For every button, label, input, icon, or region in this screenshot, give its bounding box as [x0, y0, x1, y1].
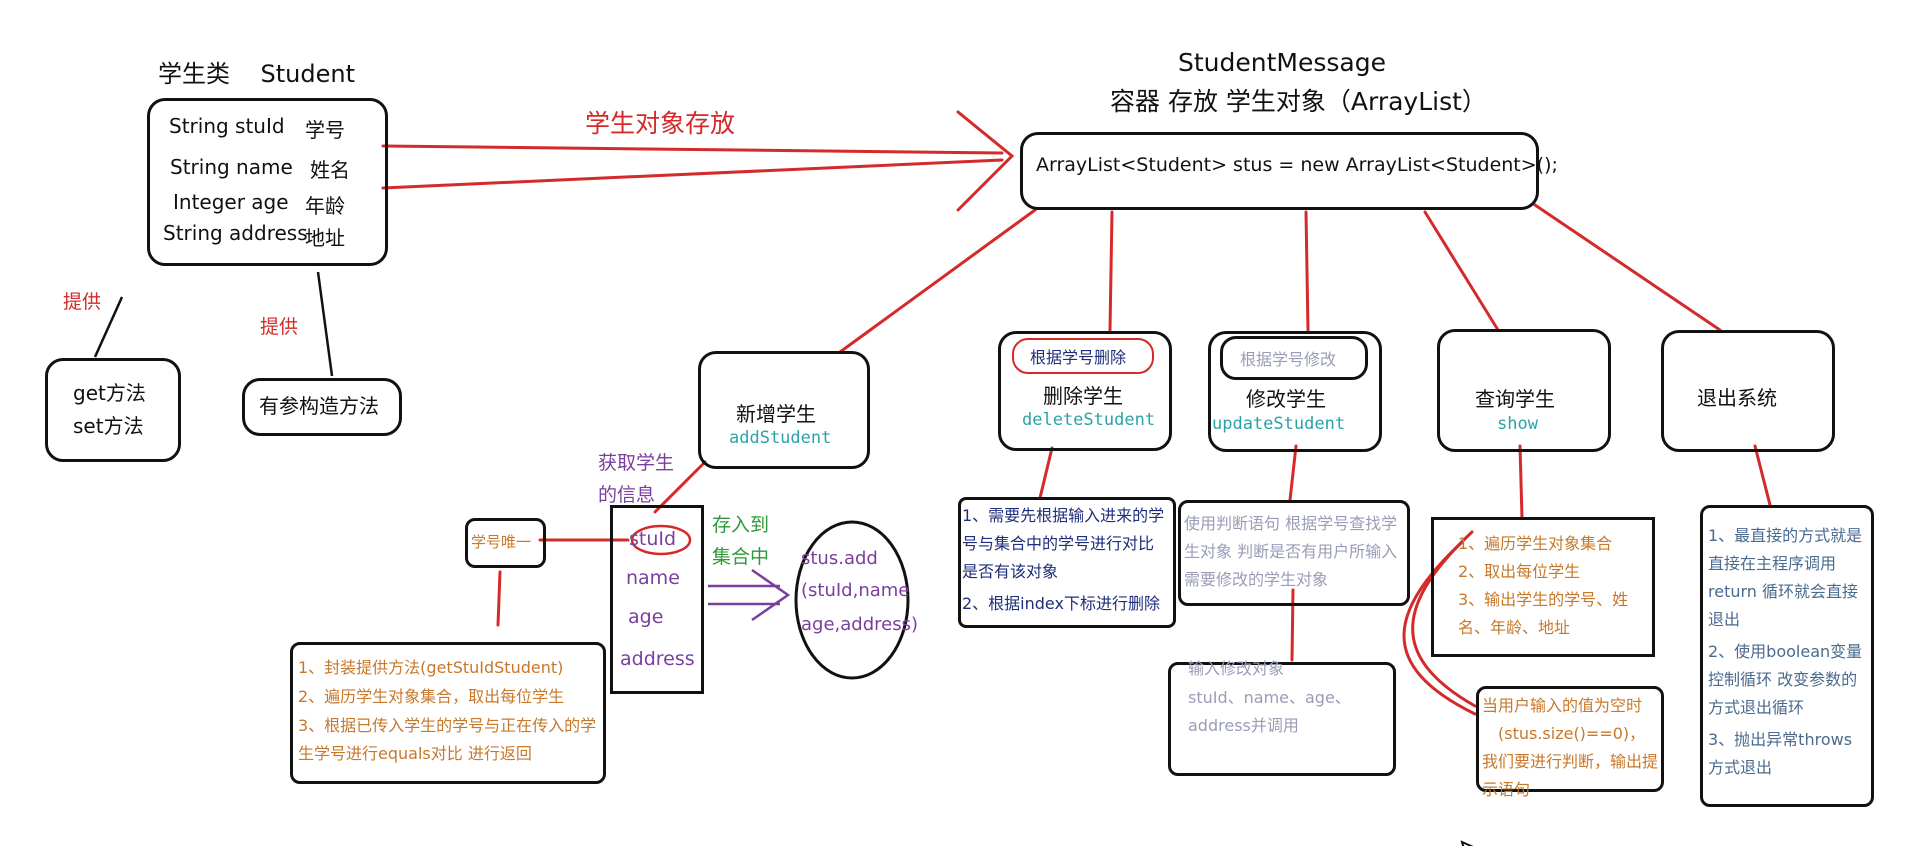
arraylist-code: ArrayList<Student> stus = new ArrayList<…: [1036, 154, 1558, 176]
field-address: String address: [163, 221, 308, 245]
add-note-3: 3、根据已传入学生的学号与正在传入的学生学号进行equals对比 进行返回: [298, 716, 597, 763]
show-notes-box: [1431, 517, 1655, 657]
delete-student-label: 删除学生: [1043, 384, 1123, 408]
add-call-2: (stuId,name: [801, 580, 910, 601]
field-address-meaning: 地址: [305, 226, 345, 250]
unique-id-label: 学号唯一: [471, 533, 532, 551]
get-info-label-2: 的信息: [598, 484, 656, 506]
delete-by-id-tag: [1012, 338, 1154, 374]
get-method: get方法: [73, 381, 146, 405]
update-by-id-tag: [1220, 336, 1368, 380]
empty-check-note-1: 当用户输入的值为空时: [1482, 696, 1643, 715]
add-field-age: age: [628, 606, 664, 628]
empty-check-note-2: (stus.size()==0)，: [1498, 724, 1646, 743]
delete-notes-box: [958, 497, 1176, 628]
constructor-label: 有参构造方法: [259, 394, 379, 418]
save-label-1: 存入到: [712, 514, 770, 536]
update-by-id-label: 根据学号修改: [1240, 350, 1337, 369]
provide-label-left: 提供: [63, 291, 102, 313]
add-student-code: addStudent: [729, 428, 832, 448]
field-name-meaning: 姓名: [310, 158, 350, 182]
set-method: set方法: [73, 414, 144, 438]
add-note-2: 2、遍历学生对象集合，取出每位学生: [298, 687, 565, 706]
show-student-label: 查询学生: [1475, 387, 1555, 411]
add-field-stuid: stuId: [629, 528, 677, 550]
provide-label-right: 提供: [260, 316, 299, 338]
add-call-1: stus.add: [801, 548, 878, 569]
container-title: StudentMessage: [1178, 48, 1386, 77]
show-note-1: 1、遍历学生对象集合: [1458, 534, 1613, 553]
show-note-3: 3、输出学生的学号、姓名、年龄、地址: [1458, 590, 1629, 637]
constructor-box: [242, 378, 402, 436]
update-note: 使用判断语句 根据学号查找学生对象 判断是否有用户所输入需要修改的学生对象: [1184, 514, 1398, 589]
exit-system-label: 退出系统: [1697, 386, 1777, 410]
exit-note-3: 3、抛出异常throws方式退出: [1708, 730, 1853, 777]
getset-box: [45, 358, 181, 462]
show-note-2: 2、取出每位学生: [1458, 562, 1581, 581]
arrow-label: 学生对象存放: [585, 109, 736, 138]
add-student-label: 新增学生: [736, 402, 816, 426]
container-subtitle: 容器 存放 学生对象（ArrayList）: [1110, 87, 1487, 116]
field-stuid-meaning: 学号: [305, 118, 345, 142]
update-notes-box: [1178, 500, 1410, 606]
update-input-note-2: stuId、name、age、address并调用: [1188, 688, 1351, 735]
empty-check-note-3: 我们要进行判断，输出提示语句: [1482, 752, 1659, 799]
unique-id-box: [465, 518, 546, 568]
add-notes-box: [290, 642, 606, 784]
exit-note-1: 1、最直接的方式就是直接在主程序调用return 循环就会直接退出: [1708, 526, 1863, 629]
add-student-box: [698, 351, 870, 469]
add-fields-box: [610, 505, 704, 694]
show-student-code: show: [1497, 414, 1538, 434]
get-info-label-1: 获取学生: [598, 452, 675, 474]
add-field-name: name: [626, 567, 680, 589]
field-stuid: String stuId: [169, 114, 285, 138]
field-name: String name: [170, 155, 293, 179]
exit-note-2: 2、使用boolean变量 控制循环 改变参数的方式退出循环: [1708, 642, 1863, 717]
update-student-box: [1208, 331, 1382, 452]
add-note-1: 1、封装提供方法(getStuIdStudent): [298, 658, 564, 677]
field-age: Integer age: [173, 190, 289, 214]
add-field-address: address: [620, 648, 695, 670]
student-class-title: 学生类 Student: [158, 60, 355, 88]
update-student-code: updateStudent: [1212, 414, 1346, 434]
delete-by-id-label: 根据学号删除: [1030, 348, 1127, 367]
save-label-2: 集合中: [712, 546, 770, 568]
student-fields-box: [147, 98, 388, 266]
exit-notes-box: [1700, 505, 1874, 807]
exit-system-box: [1661, 330, 1835, 452]
arraylist-box: [1020, 132, 1539, 210]
delete-note-2: 2、根据index下标进行删除: [962, 594, 1160, 613]
delete-note-1: 1、需要先根据输入进来的学号与集合中的学号进行对比 是否有该对象: [962, 506, 1165, 581]
update-student-label: 修改学生: [1246, 387, 1326, 411]
empty-check-box: [1476, 686, 1664, 792]
show-student-box: [1437, 329, 1611, 452]
delete-student-box: [998, 331, 1172, 451]
update-input-box: [1168, 662, 1396, 776]
update-input-note-1: 输入修改对象: [1188, 659, 1285, 678]
field-age-meaning: 年龄: [305, 194, 345, 218]
delete-student-code: deleteStudent: [1022, 410, 1156, 430]
add-call-3: age,address): [801, 614, 918, 635]
